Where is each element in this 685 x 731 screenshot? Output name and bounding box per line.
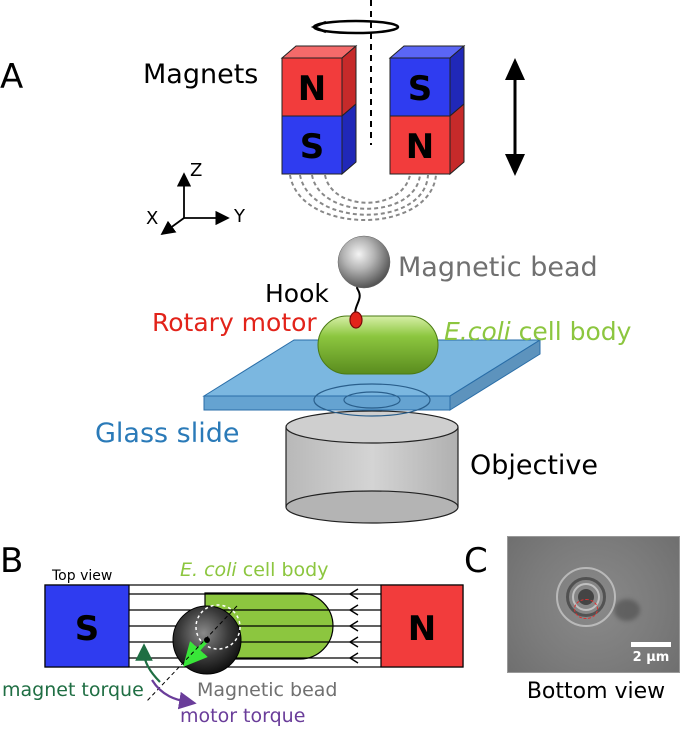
- magnet-left-stack: N S: [280, 44, 358, 176]
- axis-z-label: Z: [190, 160, 202, 181]
- cell-label: E.coli cell body: [444, 317, 632, 346]
- motor-torque-label: motor torque: [180, 705, 305, 727]
- field-lines: [289, 174, 437, 221]
- magnet-left-top-label: N: [298, 69, 326, 109]
- objective-label: Objective: [470, 450, 598, 481]
- magnetic-bead: [337, 235, 391, 289]
- b-bead-label: Magnetic bead: [197, 679, 338, 701]
- cell-label-rest: cell body: [511, 317, 632, 346]
- arrow-up-icon: [505, 58, 525, 80]
- axis-x-label: X: [146, 208, 158, 229]
- scale-bar-label: 2 µm: [632, 650, 670, 665]
- hook-label: Hook: [265, 279, 329, 308]
- arrow-down-icon: [505, 154, 525, 176]
- magnet-left-bottom-label: S: [300, 127, 325, 167]
- cell-body: [317, 315, 439, 375]
- b-cell-label-rest: cell body: [237, 559, 329, 581]
- b-bead-center: [204, 637, 210, 643]
- axes-gizmo: [160, 172, 230, 236]
- bottom-view-micrograph: 2 µm: [507, 536, 680, 673]
- bead-label: Magnetic bead: [398, 252, 598, 283]
- cell-label-italic: E.coli: [444, 317, 511, 346]
- top-view-label: Top view: [51, 568, 112, 584]
- magnet-right-top-label: S: [408, 69, 433, 109]
- b-magnet-s: [44, 584, 130, 668]
- panel-b-letter: B: [0, 541, 23, 581]
- b-bead-dashed-circle: [195, 604, 241, 650]
- rotation-ellipse: [312, 19, 400, 35]
- scale-bar: [631, 642, 671, 647]
- magnet-torque-arrow: [135, 643, 161, 683]
- axis-y-label: Y: [233, 206, 246, 227]
- b-magnet-n: [380, 584, 464, 668]
- b-magnet-n-label: N: [408, 609, 436, 649]
- magnets-label: Magnets: [143, 59, 258, 90]
- motor-torque-arrow: [151, 679, 197, 710]
- b-cell-label-italic: E. coli: [180, 559, 237, 581]
- b-green-moment-arrow: [183, 638, 209, 667]
- rotation-arrow-icon: [310, 20, 327, 34]
- b-dashed-axis: [145, 605, 238, 703]
- bottom-view-label: Bottom view: [527, 679, 665, 704]
- motor-label: Rotary motor: [152, 308, 317, 337]
- rotary-motor: [349, 311, 363, 329]
- b-magnet-s-label: S: [75, 609, 100, 649]
- objective: [285, 410, 459, 524]
- panel-c-letter: C: [464, 541, 488, 581]
- b-field-lines: [129, 593, 381, 659]
- magnet-right-stack: S N: [388, 44, 466, 176]
- glass-label: Glass slide: [95, 418, 240, 449]
- b-cell-label: E. coli cell body: [180, 559, 328, 581]
- panel-a-letter: A: [0, 57, 23, 97]
- micrograph-ring-outer: [556, 567, 616, 627]
- micrograph-red-marker: [574, 599, 598, 619]
- micrograph-cell-blob: [614, 599, 640, 621]
- magnet-torque-label: magnet torque: [2, 679, 144, 701]
- b-field-arrow-icons: [348, 588, 359, 664]
- magnet-right-bottom-label: N: [406, 127, 434, 167]
